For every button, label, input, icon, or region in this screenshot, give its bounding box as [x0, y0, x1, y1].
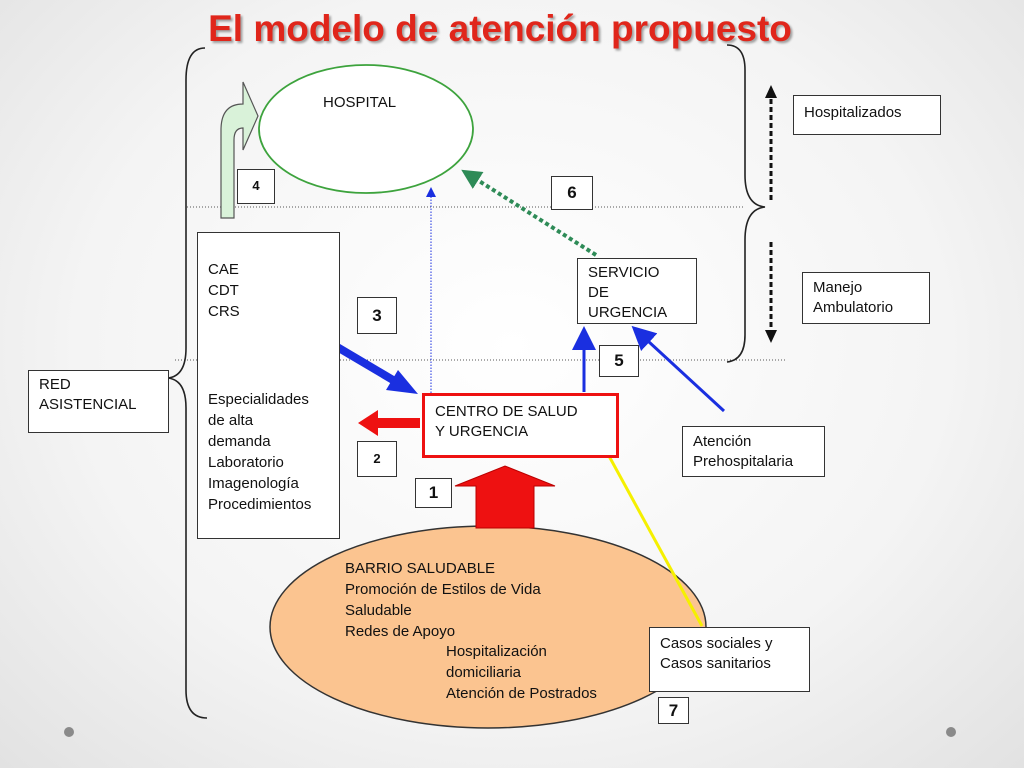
number-badge-4: 4	[237, 169, 275, 204]
yellow-line	[590, 424, 704, 627]
hospitalizados-box: Hospitalizados	[793, 95, 941, 135]
cae-box: CAE CDT CRS Especialidades de alta deman…	[197, 232, 340, 539]
casos-box: Casos sociales y Casos sanitarios	[649, 627, 810, 692]
barrio-subtext: Hospitalización domiciliaria Atención de…	[446, 643, 597, 702]
dotted-arrow-up-head	[765, 85, 777, 98]
blue-arrow-diagonal	[631, 325, 726, 413]
manejo-ambulatorio-box: Manejo Ambulatorio	[802, 272, 930, 324]
dotted-arrow-down-head	[765, 330, 777, 343]
number-badge-6: 6	[551, 176, 593, 210]
slide-dot-bottom-right	[946, 727, 956, 737]
especialidades-list: Especialidades de alta demanda Laborator…	[208, 391, 312, 513]
red-arrow-left	[358, 410, 420, 436]
hospital-label: HOSPITAL	[323, 94, 397, 111]
barrio-text: BARRIO SALUDABLE Promoción de Estilos de…	[345, 560, 541, 640]
green-dashed-arrow	[461, 169, 598, 257]
centro-salud-box: CENTRO DE SALUD Y URGENCIA	[422, 393, 619, 458]
slide-dot-bottom-left	[64, 727, 74, 737]
hospital-ellipse	[258, 64, 474, 194]
big-red-arrow-up	[454, 465, 556, 529]
number-badge-3: 3	[357, 297, 397, 334]
number-badge-1: 1	[415, 478, 452, 508]
number-badge-7: 7	[658, 697, 689, 724]
atencion-prehospitalaria-box: Atención Prehospitalaria	[682, 426, 825, 477]
red-asistencial-box: RED ASISTENCIAL	[28, 370, 169, 433]
slide-title: El modelo de atención propuesto	[208, 8, 792, 49]
curved-green-arrow	[220, 81, 259, 219]
right-brace	[726, 44, 766, 363]
number-badge-5: 5	[599, 345, 639, 377]
number-badge-2: 2	[357, 441, 397, 477]
double-blue-arrow-head-right	[386, 370, 418, 394]
servicio-urgencia-box: SERVICIO DE URGENCIA	[577, 258, 697, 324]
cae-list: CAE CDT CRS	[208, 261, 240, 320]
